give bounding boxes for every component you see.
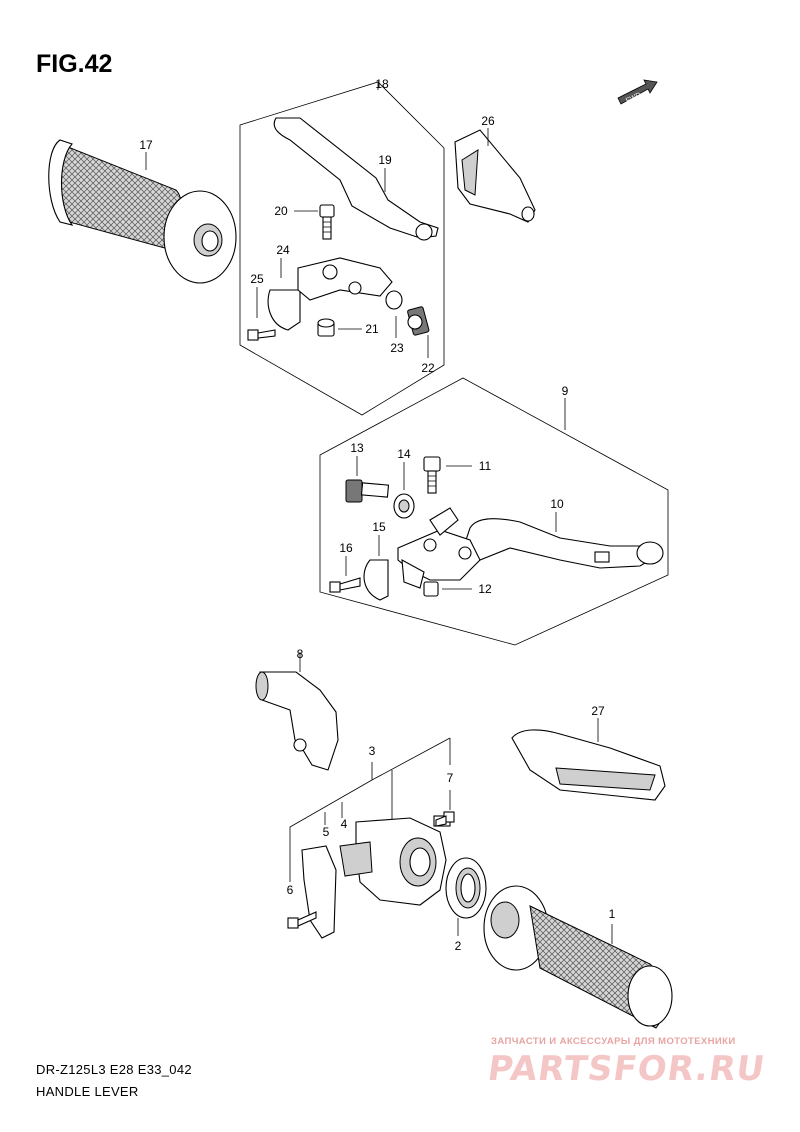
callout-6: 6 (287, 883, 294, 897)
clutch-pivot-bolt (423, 456, 441, 494)
callout-8: 8 (297, 647, 304, 661)
grip-cover (511, 729, 666, 801)
callout-10: 10 (550, 497, 564, 511)
brake-lever (273, 117, 439, 241)
clutch-nut (423, 581, 439, 597)
callout-15: 15 (372, 520, 386, 534)
housing-cover (301, 845, 337, 939)
callout-20: 20 (274, 204, 288, 218)
housing-insert (339, 841, 373, 877)
callout-26: 26 (481, 114, 495, 128)
callout-3: 3 (369, 744, 376, 758)
callout-22: 22 (421, 361, 435, 375)
housing-screw (435, 811, 455, 827)
lever-holder (267, 257, 393, 331)
lever-cover (454, 129, 536, 223)
callout-19: 19 (378, 153, 392, 167)
cable-adjuster (385, 290, 430, 336)
callout-13: 13 (350, 441, 364, 455)
callout-11: 11 (479, 459, 492, 473)
callout-18: 18 (375, 77, 389, 91)
model-code: DR-Z125L3 E28 E33_042 (36, 1062, 192, 1077)
adjuster-locknut (393, 493, 415, 519)
callout-17: 17 (139, 138, 153, 152)
watermark-tagline: ЗАПЧАСТИ И АКСЕССУАРЫ ДЛЯ МОТОТЕХНИКИ (491, 1036, 736, 1047)
group-box-9 (319, 377, 669, 646)
nut (317, 318, 335, 337)
callout-21: 21 (365, 322, 379, 336)
clamp-screw (247, 329, 276, 341)
group-box-18 (239, 81, 445, 416)
callout-27: 27 (591, 704, 605, 718)
clutch-holder (397, 507, 481, 589)
pivot-bolt (319, 204, 335, 240)
throttle-flange (445, 857, 487, 919)
fwd-arrow-icon: FWD (617, 79, 658, 105)
housing-bracket-lines (289, 737, 451, 882)
callout-4: 4 (341, 817, 348, 831)
callout-14: 14 (397, 447, 411, 461)
clutch-cable-adjuster (345, 479, 390, 503)
figure-caption: HANDLE LEVER (36, 1084, 139, 1099)
callout-16: 16 (339, 541, 353, 555)
throttle-housing (355, 815, 451, 906)
callout-23: 23 (390, 341, 404, 355)
left-grip (48, 139, 237, 284)
clutch-lever (461, 518, 664, 569)
callout-2: 2 (455, 939, 462, 953)
right-grip (483, 885, 673, 1029)
callout-5: 5 (323, 825, 330, 839)
callout-7: 7 (447, 771, 454, 785)
callout-1: 1 (609, 907, 616, 921)
callout-12: 12 (478, 582, 492, 596)
clutch-clamp (363, 559, 389, 601)
throttle-cable-guide (255, 671, 339, 771)
callout-25: 25 (250, 272, 264, 286)
clutch-clamp-screw (329, 577, 361, 593)
watermark-logo: PARTSFOR.RU (485, 1049, 768, 1089)
cover-screw (287, 911, 317, 929)
callout-9: 9 (562, 384, 569, 398)
callout-24: 24 (276, 243, 290, 257)
figure-title: FIG.42 (36, 50, 113, 78)
